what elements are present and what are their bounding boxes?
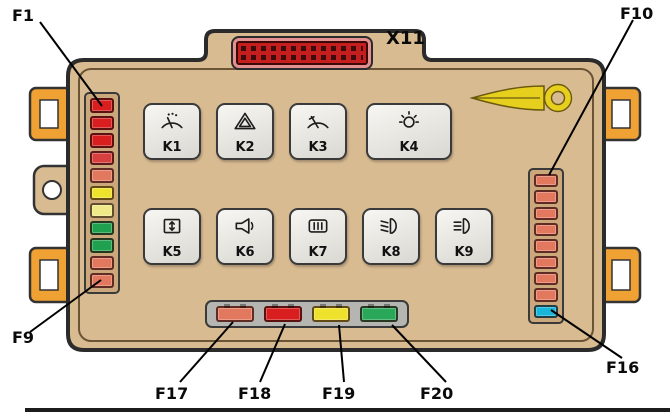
relay-k9: K9 [435,208,493,265]
callout-line-f10 [548,19,634,176]
relay-k1: K1 [143,103,201,160]
relay-k7: K7 [289,208,347,265]
mount-tab-top-right [596,86,642,142]
relay-label: K5 [162,245,182,260]
callout-label-f9: F9 [12,328,35,347]
callout-label-f19: F19 [322,384,356,403]
windshield-wiper-icon [307,115,329,129]
lamp-icon [398,110,420,128]
fuse [90,115,114,131]
relay-k3: K3 [289,103,347,160]
relay-label: K8 [381,245,401,260]
fuse [534,206,558,220]
fuse [90,185,114,201]
relay-k8: K8 [362,208,420,265]
callout-label-f20: F20 [420,384,454,403]
bottom-fuse-row [205,300,409,328]
callout-line-f18 [259,323,286,383]
window-lift-icon [163,218,181,234]
fuse [534,271,558,286]
fuse [90,150,114,166]
fuse [312,304,350,322]
high-beam-icon [453,218,470,234]
fuse [216,304,254,322]
relay-label: K1 [162,140,182,155]
fuse [90,98,114,113]
fuse [90,273,114,289]
callout-line-f19 [338,324,345,383]
callout-line-f20 [391,324,447,383]
callout-label-f10: F10 [620,4,654,23]
horn-icon [235,218,254,234]
heated-rear-window-icon [308,219,328,233]
fuse [90,255,114,271]
right-fuse-column [528,168,564,324]
connector-pin-row [241,54,363,60]
low-beam-icon [380,218,397,234]
relay-label: K3 [308,140,328,155]
fuse [534,288,558,302]
fuse [534,174,558,188]
callout-label-f16: F16 [606,358,640,377]
fuse [90,238,114,253]
fuse-puller-icon [469,83,573,113]
relay-label: K4 [399,140,419,155]
callout-line-f17 [179,321,234,383]
fuse [534,239,558,253]
fuse [534,190,558,204]
photo-bottom-edge [25,408,670,412]
hazard-warning-icon [234,112,256,130]
fuse [534,304,558,318]
fuse [534,255,558,269]
fuse [90,220,114,236]
connector-label: X11 [386,28,425,49]
fuse [90,203,114,218]
connector-x11 [231,36,373,70]
mount-hole-left [32,164,78,216]
relay-k4: K4 [366,103,452,160]
fuse [90,168,114,183]
fuse [360,304,398,322]
callout-label-f17: F17 [155,384,189,403]
wiper-washer-icon [161,112,183,129]
relay-k2: K2 [216,103,274,160]
fuse [90,133,114,148]
relay-label: K6 [235,245,255,260]
callout-label-f1: F1 [12,6,35,25]
fuse [264,304,302,322]
callout-label-f18: F18 [238,384,272,403]
left-fuse-column [84,92,120,294]
relay-k5: K5 [143,208,201,265]
mount-tab-bottom-right [596,246,642,304]
relay-label: K9 [454,245,474,260]
fuse [534,222,558,237]
relay-k6: K6 [216,208,274,265]
relay-label: K2 [235,140,255,155]
connector-x11-pins [236,41,368,65]
mount-tab-top-left [28,86,74,142]
relay-label: K7 [308,245,328,260]
mount-tab-bottom-left [28,246,74,304]
connector-pin-row [241,46,363,52]
